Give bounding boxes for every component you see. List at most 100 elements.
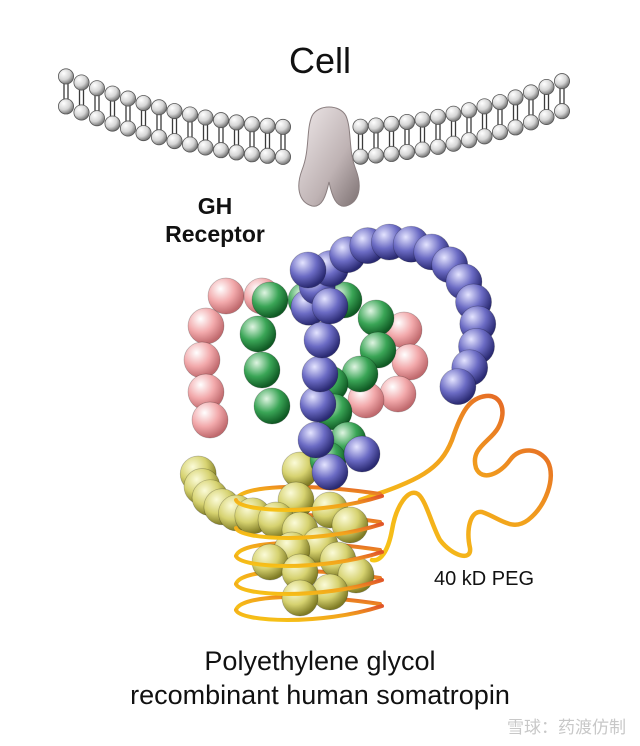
lipid-heads [58,68,571,165]
lipid-head-bead [243,146,260,163]
watermark: 雪球：药渡仿制 [507,718,626,737]
lipid-head-bead [476,98,493,115]
lipid-head-bead [166,133,183,150]
lipid-head-bead [398,143,415,160]
lipid-head-bead [523,84,540,101]
peg-chain [357,393,554,563]
lipid-head-bead [89,110,106,127]
lipid-head-bead [135,95,152,112]
lipid-head-bead [507,89,524,106]
residue-bead [243,351,281,389]
peg-loop-front [234,494,384,512]
lipid-head-bead [538,108,555,125]
lipid-head-bead [120,90,137,107]
caption-line-1: Polyethylene glycol [204,646,436,676]
lipid-head-bead [150,129,167,146]
residue-bead [207,277,245,315]
residue-bead [253,387,291,425]
lipid-head-bead [228,144,245,161]
residue-bead [187,307,225,345]
lipid-head-bead [228,114,245,131]
lipid-tails [63,82,565,151]
lipid-head-bead [445,105,462,122]
lipid-head-bead [460,132,477,149]
lipid-head-bead [89,80,106,97]
lipid-head-bead [58,98,75,115]
lipid-head-bead [73,74,90,91]
residue-bead [439,368,477,405]
lipid-head-bead [259,117,276,134]
gh-receptor-shape [298,106,360,207]
lipid-head-bead [181,106,198,123]
lipid-head-bead [197,139,214,156]
peg-loop-front [234,578,384,596]
lipid-head-bead [383,145,400,162]
lipid-head-bead [445,135,462,152]
gh-receptor-label-line1: GH [197,193,233,219]
residue-bead [289,251,327,289]
lipid-head-bead [538,78,555,95]
residue-bead [357,299,395,337]
lipid-head-bead [507,119,524,136]
residue-bead [191,401,229,439]
lipid-head-bead [166,103,183,120]
lipid-head-bead [212,112,229,129]
lipid-head-bead [367,117,384,134]
peg-loop-front [234,522,384,540]
cell-membrane-bilayer [58,68,571,165]
lipid-head-bead [476,128,493,145]
lipid-head-bead [367,147,384,164]
lipid-head-bead [135,125,152,142]
residue-bead [343,435,381,473]
lipid-head-bead [491,94,508,111]
lipid-head-bead [352,148,369,165]
gh-receptor-label-line2: Receptor [165,221,265,247]
residue-bead [297,421,335,459]
helix-blue [289,223,497,491]
cell-label: Cell [288,40,351,81]
lipid-head-bead [554,103,571,120]
lipid-head-bead [352,118,369,135]
lipid-head-bead [259,147,276,164]
lipid-head-bead [274,148,291,165]
lipid-head-bead [58,68,75,85]
peg-label: 40 kD PEG [434,568,535,590]
lipid-head-bead [429,138,446,155]
caption-line-2: recombinant human somatropin [130,680,510,710]
lipid-head-bead [120,120,137,137]
peg-loop-back [234,594,382,612]
residue-bead [183,341,221,379]
helix-pink [183,277,429,439]
peg-loop-front [234,550,384,568]
lipid-head-bead [181,136,198,153]
residue-bead [311,453,349,491]
residue-bead [331,506,369,544]
lipid-head-bead [274,118,291,135]
lipid-head-bead [197,109,214,126]
lipid-head-bead [414,111,431,128]
residue-bead [251,281,289,319]
lipid-head-bead [491,124,508,141]
lipid-head-bead [429,108,446,125]
residue-bead [281,579,319,617]
gh-receptor-label: GH Receptor [150,192,280,248]
residue-bead [391,343,429,381]
lipid-head-bead [104,85,121,102]
lipid-head-bead [523,114,540,131]
lipid-head-bead [73,104,90,121]
lipid-head-bead [104,115,121,132]
lipid-head-bead [554,73,571,90]
residue-bead [379,375,417,413]
peg-wrap-front [234,494,384,622]
lipid-head-bead [460,102,477,119]
peg-loop-front [234,604,384,622]
lipid-head-bead [414,141,431,158]
residue-bead [303,321,341,359]
residue-bead [239,315,277,353]
lipid-head-bead [150,99,167,116]
residue-bead [301,355,339,393]
lipid-head-bead [243,116,260,133]
residue-bead [311,287,349,325]
lipid-head-bead [383,115,400,132]
